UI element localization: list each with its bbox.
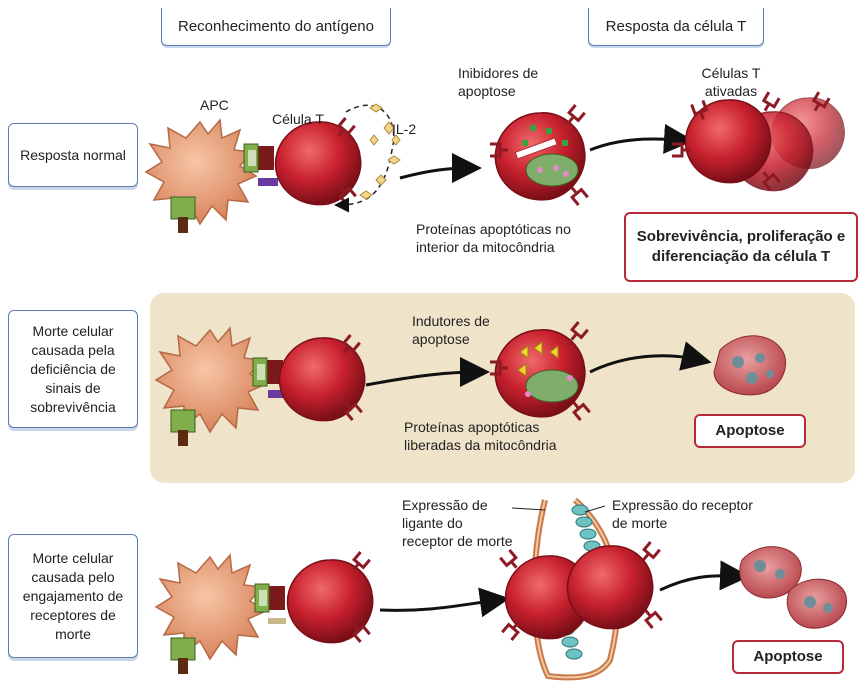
row3-tcr-complex [254, 583, 286, 613]
row-label-normal-response: Resposta normal [8, 123, 138, 187]
label-inhibitors: Inibidores de apoptose [458, 65, 539, 99]
label-activated-cells: Células T ativadas [701, 65, 761, 99]
row-label-survival-deficiency: Morte celular causada pela deficiência d… [8, 310, 138, 428]
row3-arrow-1 [379, 587, 510, 618]
row1-costimulator [258, 178, 278, 186]
row2-arrow-2 [589, 341, 712, 374]
receptor-leader-line [584, 505, 606, 513]
row2-apc [155, 327, 267, 446]
il2-particles [359, 103, 401, 200]
outcome-apoptosis-box-row3: Apoptose [732, 640, 844, 674]
row3-cell-pair [498, 540, 664, 642]
outcome-apoptosis-box-row2: Apoptose [694, 414, 806, 448]
header-tcell-response: Resposta da célula T [588, 8, 764, 46]
outcome-survival-box: Sobrevivência, proliferação e diferencia… [624, 212, 858, 282]
header-antigen-recognition: Reconhecimento do antígeno [161, 8, 391, 46]
label-apc: APC [200, 97, 229, 113]
row3-apc [155, 554, 267, 674]
row1-surviving-cell [488, 103, 590, 207]
row1-arrow-2 [589, 123, 694, 154]
row2-tcr-complex [252, 357, 284, 387]
il2-loop-arrow [334, 104, 395, 213]
row2-arrow-1 [365, 357, 490, 388]
label-ligand-expression: Expressão de ligante do receptor de mort… [402, 497, 513, 549]
row2-dying-cell [488, 320, 592, 422]
row3-apoptotic-bodies [739, 546, 848, 629]
row3-arrow-2 [659, 560, 750, 592]
row2-apoptotic-body [713, 335, 787, 396]
ligand-leader-line [511, 507, 546, 511]
label-il2: IL-2 [392, 121, 417, 137]
label-tcell: Célula T [272, 111, 324, 127]
row-label-death-receptor: Morte celular causada pelo engajamento d… [8, 534, 138, 658]
row1-apc [145, 119, 257, 233]
label-receptor-expression: Expressão do receptor de morte [612, 497, 753, 531]
label-released-proteins: Proteínas apoptóticas liberadas da mitoc… [404, 419, 557, 453]
row1-activated-cells [670, 90, 845, 192]
row1-tcr-complex [243, 143, 275, 173]
label-mito-proteins: Proteínas apoptóticas no interior da mit… [416, 221, 571, 255]
row1-arrow-1 [399, 153, 482, 184]
row3-costimulator [268, 618, 286, 624]
label-inducers: Indutores de apoptose [412, 313, 490, 347]
row2-costimulator [268, 390, 286, 398]
